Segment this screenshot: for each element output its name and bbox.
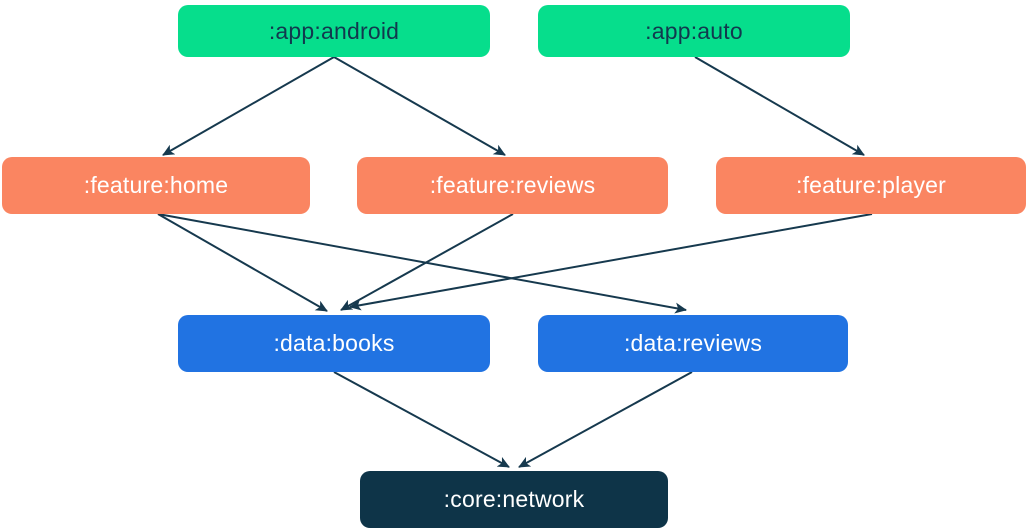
node-feature-reviews: :feature:reviews xyxy=(357,157,668,214)
edge-app-android-to-feature-home xyxy=(162,56,335,156)
node-label: :data:reviews xyxy=(623,330,763,356)
node-app-android: :app:android xyxy=(178,5,490,57)
edge-feature-player-to-data-books xyxy=(349,213,873,311)
node-label: :data:books xyxy=(273,330,395,356)
node-core-network: :core:network xyxy=(360,471,668,528)
node-label: :feature:home xyxy=(83,172,229,198)
node-label: :core:network xyxy=(443,486,585,512)
node-data-reviews: :data:reviews xyxy=(538,315,848,372)
node-data-books: :data:books xyxy=(178,315,490,372)
node-label: :app:auto xyxy=(645,17,743,44)
edge-data-reviews-to-core-network xyxy=(518,371,693,468)
edge-feature-home-to-data-books xyxy=(157,213,328,312)
node-feature-home: :feature:home xyxy=(2,157,310,214)
node-label: :app:android xyxy=(268,17,400,44)
edge-app-auto-to-feature-player xyxy=(694,56,865,156)
edge-feature-home-to-data-reviews xyxy=(157,213,687,314)
node-app-auto: :app:auto xyxy=(538,5,850,57)
edge-app-android-to-feature-reviews xyxy=(333,56,506,156)
node-label: :feature:player xyxy=(795,172,947,198)
edge-feature-reviews-to-data-books xyxy=(340,213,514,311)
node-feature-player: :feature:player xyxy=(716,157,1026,214)
node-label: :feature:reviews xyxy=(429,172,596,198)
edge-data-books-to-core-network xyxy=(333,371,510,468)
